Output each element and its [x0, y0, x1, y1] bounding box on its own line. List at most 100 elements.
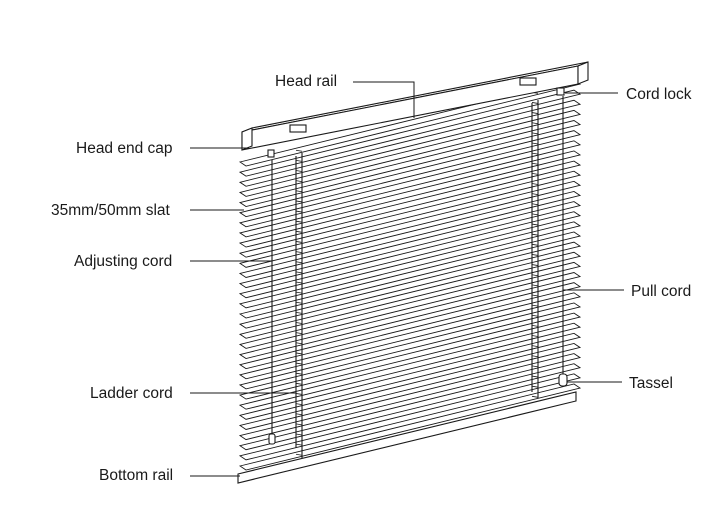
cord-guide-left-icon	[267, 149, 275, 158]
slat	[238, 221, 582, 309]
slat-stack	[238, 79, 582, 471]
ladder-rung	[531, 142, 539, 145]
slat	[238, 312, 582, 400]
ladder-rung	[295, 220, 303, 223]
callout-adjusting-cord: Adjusting cord	[74, 253, 272, 270]
adjusting-cord-end-icon	[268, 433, 276, 445]
head-rail-label: Head rail	[275, 73, 337, 90]
ladder-rung	[531, 223, 539, 226]
slat	[238, 160, 582, 248]
ladder-rung	[295, 372, 303, 375]
ladder-rung	[531, 132, 539, 135]
slat	[238, 363, 582, 451]
callout-tassel: Tassel	[567, 375, 673, 392]
ladder-rung	[295, 423, 303, 426]
ladder-rung	[531, 385, 539, 388]
ladder-rung	[295, 271, 303, 274]
ladder-rung	[531, 213, 539, 216]
ladder-rung	[295, 382, 303, 385]
slat	[238, 251, 582, 339]
ladder-rung	[295, 332, 303, 335]
slat	[238, 190, 582, 278]
ladder-rung	[531, 183, 539, 185]
slat	[238, 140, 582, 228]
ladder-rung	[531, 365, 539, 368]
slat	[238, 261, 582, 349]
slat	[238, 180, 582, 268]
slat	[238, 322, 582, 410]
ladder-rung	[531, 112, 539, 114]
slat	[238, 353, 582, 441]
callout-cord-lock: Cord lock	[565, 86, 692, 103]
ladder-rung	[531, 375, 539, 378]
slat	[238, 302, 582, 390]
slat	[238, 282, 582, 370]
slat-label: 35mm/50mm slat	[51, 202, 171, 219]
tilter-bracket-left-icon	[289, 124, 307, 133]
callout-pull-cord: Pull cord	[563, 283, 691, 300]
bottom-rail-bar	[237, 391, 577, 484]
ladder-rung	[295, 311, 303, 314]
head-rail	[241, 61, 589, 158]
cords	[268, 96, 568, 463]
slat	[238, 241, 582, 329]
ladder-rung	[531, 102, 539, 104]
ladder-rung	[295, 200, 303, 203]
slat	[238, 201, 582, 289]
head-rail-end	[577, 61, 589, 85]
ladder-cord-label: Ladder cord	[90, 385, 173, 402]
cord-lock-label: Cord lock	[626, 86, 692, 103]
callout-head-end-cap: Head end cap	[76, 140, 249, 157]
head-end-cap-label: Head end cap	[76, 140, 173, 157]
ladder-rung	[531, 122, 539, 125]
ladder-rung	[295, 210, 303, 213]
ladder-rung	[295, 393, 303, 395]
slat	[238, 99, 582, 187]
ladder-rung	[531, 162, 539, 165]
head-rail-leader	[353, 81, 415, 118]
slat	[238, 383, 582, 471]
venetian-blind-illustration	[237, 61, 589, 484]
ladder-rung	[295, 180, 303, 183]
ladder-rung	[531, 254, 539, 256]
slat	[238, 292, 582, 380]
ladder-rung	[295, 149, 303, 152]
callout-bottom-rail: Bottom rail	[99, 467, 240, 484]
ladder-rung	[531, 264, 539, 266]
slat	[238, 170, 582, 258]
ladder-rung	[531, 395, 539, 398]
bottom-rail-label: Bottom rail	[99, 467, 173, 484]
tilter-bracket-right-icon	[519, 77, 537, 86]
slat	[238, 120, 582, 208]
pull-cord-label: Pull cord	[631, 283, 691, 300]
ladder-rung	[295, 413, 303, 416]
ladder-rung	[531, 324, 539, 327]
slat	[238, 373, 582, 461]
ladder-rung	[531, 274, 539, 277]
cord-lock-icon	[556, 87, 565, 96]
ladder-rung	[531, 304, 539, 307]
ladder-rung	[295, 281, 303, 284]
slat	[238, 231, 582, 319]
ladder-rung	[295, 301, 303, 304]
slat	[238, 272, 582, 360]
ladder-rung	[295, 342, 303, 345]
ladder-rung	[295, 362, 303, 365]
ladder-rung	[295, 443, 303, 446]
ladder-rung	[295, 170, 303, 172]
ladder-rung	[531, 243, 539, 246]
ladder-rung	[295, 291, 303, 294]
ladder-rung	[295, 251, 303, 253]
slat	[238, 342, 582, 430]
ladder-rung	[295, 159, 303, 162]
ladder-rung	[531, 294, 539, 297]
ladder-rung	[295, 230, 303, 233]
ladder-rung	[295, 352, 303, 355]
ladder-rung	[531, 152, 539, 155]
ladder-rung	[531, 314, 539, 317]
ladder-rung	[531, 233, 539, 236]
head-end-cap-icon	[241, 127, 253, 151]
slat	[238, 130, 582, 218]
slat	[238, 79, 582, 167]
